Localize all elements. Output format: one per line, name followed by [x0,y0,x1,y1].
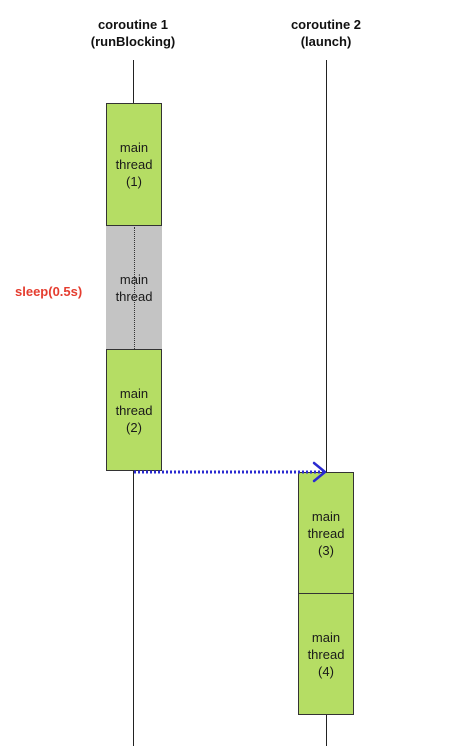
coroutine-2-title: coroutine 2 (launch) [261,16,391,50]
block-4-line2: thread [307,646,345,662]
suspended-dotted-line [134,227,135,349]
coroutine-1-title: coroutine 1 (runBlocking) [68,16,198,50]
main-thread-block-sleep: main thread [106,226,162,350]
block-1-line1: main [119,140,149,155]
coroutine-2-lifeline [326,60,327,746]
sleep-label: sleep(0.5s) [15,284,83,299]
coroutine-2-title-line1: coroutine 2 [290,17,362,32]
block-1-line2: thread [115,157,153,172]
block-2-line3: (2) [126,419,142,435]
handoff-arrow-head [312,461,327,483]
block-3-line2: thread [307,525,345,541]
coroutine-1-title-line2: (runBlocking) [90,34,176,49]
coroutine-2-title-line2: (launch) [300,34,352,49]
block-4-line1: main [311,629,341,645]
main-thread-block-2: main thread (2) [106,349,162,471]
block-4-line3: (4) [318,663,334,679]
block-3-line3: (3) [318,542,334,558]
block-sleep-line2: thread [115,289,153,304]
block-sleep-line1: main [119,272,149,287]
block-1-line3: (1) [126,174,142,189]
block-3-line1: main [311,508,341,524]
main-thread-block-1: main thread (1) [106,103,162,226]
main-thread-block-4: main thread (4) [298,593,354,715]
block-2-line1: main [119,385,149,401]
block-2-line2: thread [115,402,153,418]
coroutine-1-title-line1: coroutine 1 [97,17,169,32]
